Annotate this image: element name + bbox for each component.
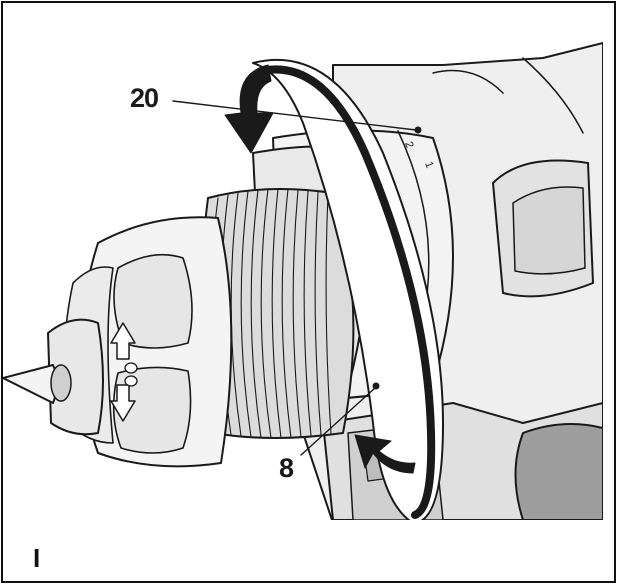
chuck-nose bbox=[47, 318, 104, 436]
rotation-ring-arrow bbox=[252, 58, 444, 520]
leader-line-20 bbox=[172, 100, 417, 131]
leader-dot-20 bbox=[414, 126, 422, 134]
rotate-arrow-top bbox=[224, 64, 274, 154]
drill-bit bbox=[3, 364, 58, 404]
torque-mark-1: 1 bbox=[422, 160, 435, 170]
leader-line-8 bbox=[300, 387, 376, 456]
figure-letter: I bbox=[33, 543, 41, 573]
torque-mark-2: 2 bbox=[402, 140, 415, 150]
lock-arrow-up bbox=[110, 322, 136, 360]
callout-label-20: 20 bbox=[130, 83, 159, 113]
drill-illustration: 2 1 bbox=[3, 42, 603, 520]
rotate-arrow-bottom bbox=[354, 434, 416, 474]
callout-label-8: 8 bbox=[279, 453, 294, 483]
leader-dot-8 bbox=[372, 382, 380, 390]
lock-arrow-down bbox=[110, 384, 136, 422]
